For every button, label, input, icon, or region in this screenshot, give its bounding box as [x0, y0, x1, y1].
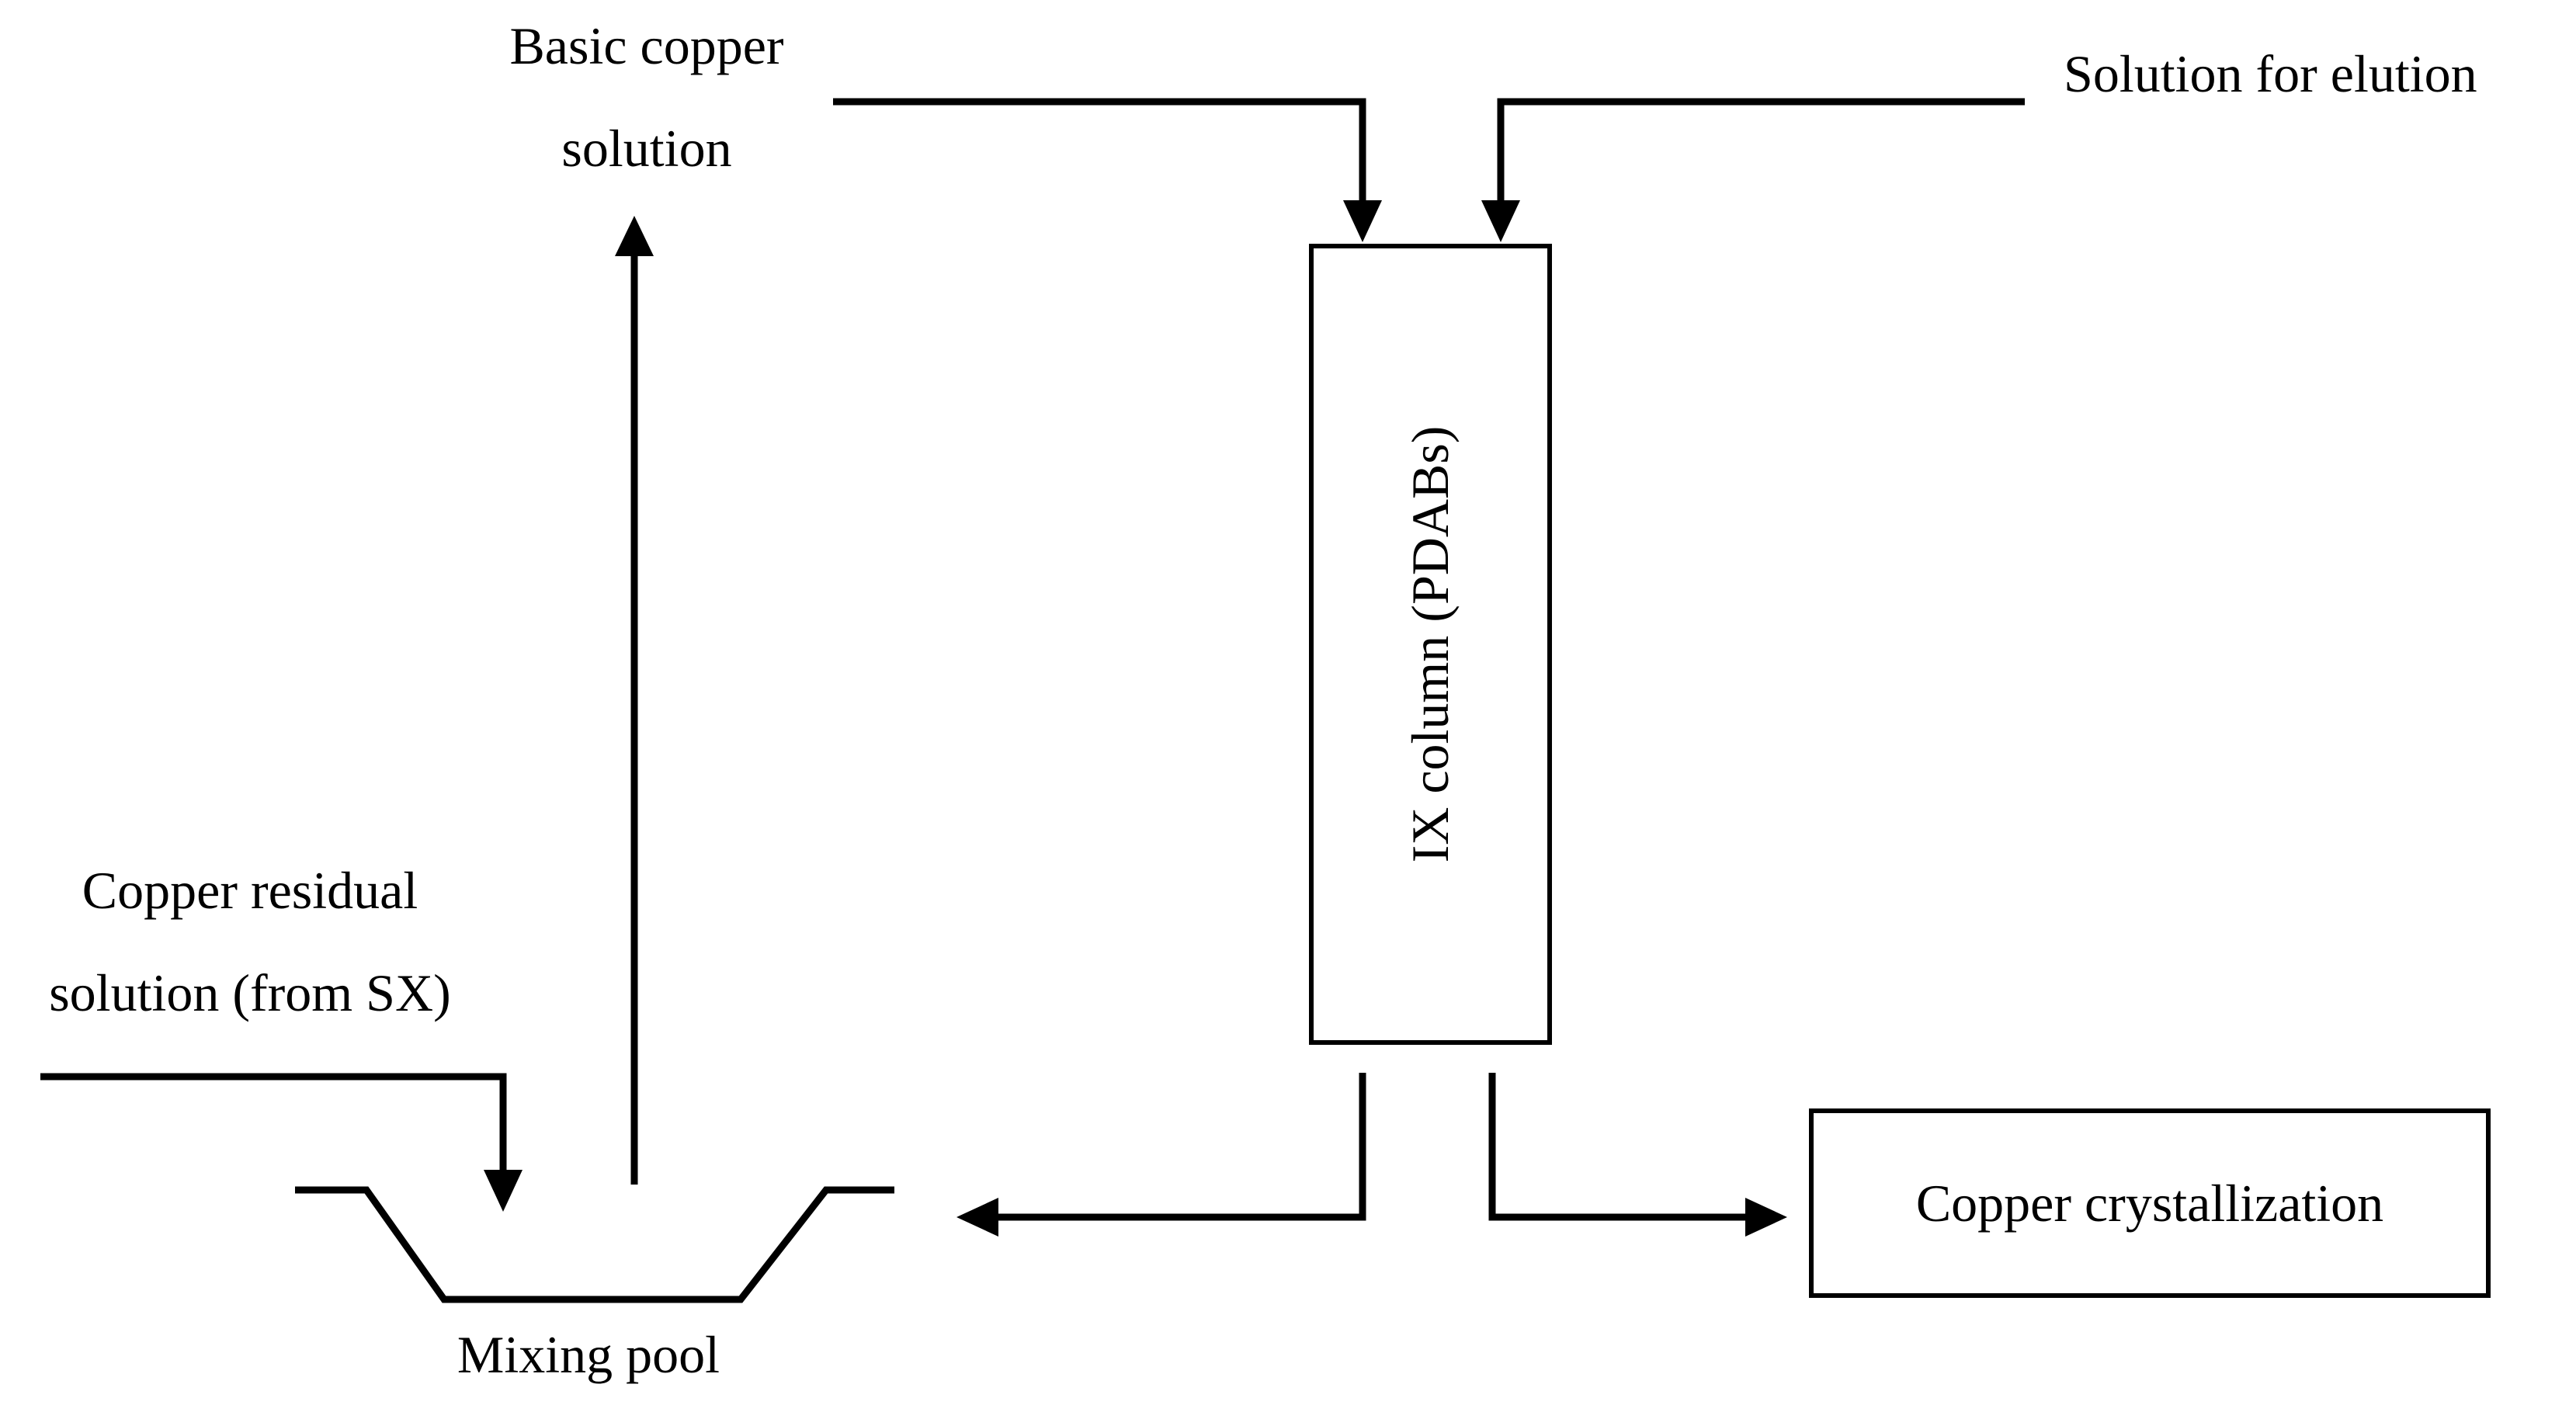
basic-copper-label-line2: solution [561, 119, 731, 178]
residual-to-pool-arrow [40, 1073, 522, 1212]
solution-for-elution-label: Solution for elution [2064, 44, 2477, 103]
elution-to-column-arrow [1481, 98, 2025, 242]
basic-copper-label-line1: Basic copper [509, 16, 783, 75]
mixing-pool-shape [295, 1186, 894, 1303]
copper-residual-label-line1: Copper residual [82, 861, 418, 920]
column-to-pool-arrow [956, 1073, 1366, 1237]
column-to-crystallization-arrow [1488, 1073, 1787, 1237]
copper-residual-label-line2: solution (from SX) [49, 963, 451, 1022]
copper-crystallization-box [1809, 1108, 2491, 1298]
ix-column-label: IX column (PDABs) [1401, 426, 1460, 863]
pool-to-basic-copper-arrow [615, 216, 654, 1185]
basic-copper-to-column-arrow [833, 98, 1382, 242]
copper-crystallization-label: Copper crystallization [1916, 1174, 2383, 1233]
mixing-pool-label: Mixing pool [457, 1325, 720, 1384]
ix-column-box [1309, 244, 1552, 1045]
